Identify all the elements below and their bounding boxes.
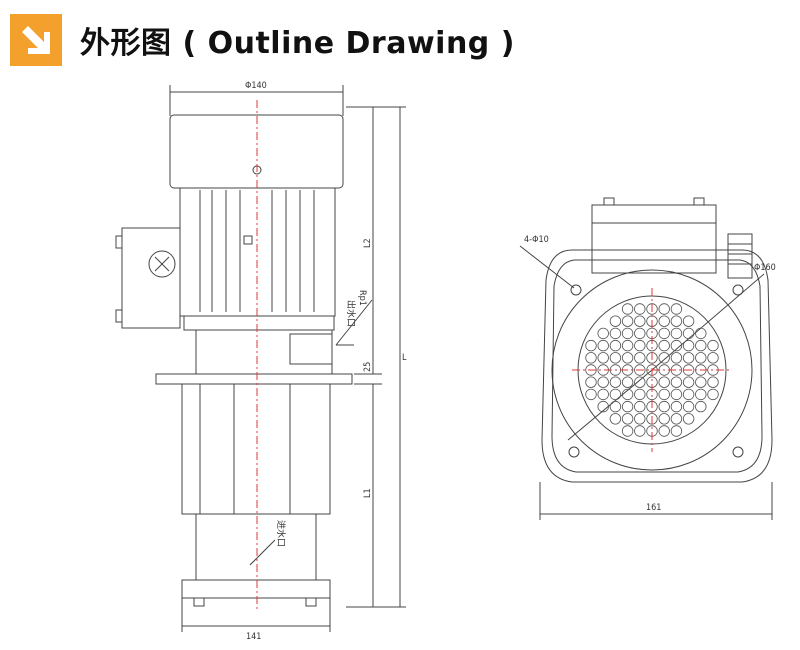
- perforation-hole: [634, 303, 646, 315]
- perforation-hole: [670, 376, 683, 388]
- dim-front-width: 141: [246, 632, 261, 642]
- dim-l1: L1: [363, 488, 373, 498]
- perforation-hole: [707, 352, 719, 364]
- outlet-label: 出水口: [345, 300, 357, 327]
- perforation-hole: [682, 352, 695, 364]
- perforation-hole: [658, 425, 670, 437]
- perforation-hole: [670, 425, 683, 437]
- perforation-hole: [682, 376, 695, 388]
- perforation-hole: [670, 352, 683, 364]
- perforation-hole: [621, 339, 634, 352]
- perforation-hole: [634, 425, 646, 437]
- dim-total-height: L: [402, 353, 407, 363]
- perforation-hole: [695, 388, 707, 401]
- arrow-down-right-icon: [10, 14, 62, 66]
- perforation-hole: [658, 315, 670, 327]
- perforation-hole: [609, 315, 622, 327]
- perforation-hole: [597, 400, 609, 413]
- perforation-hole: [621, 425, 634, 437]
- perforation-hole: [682, 339, 695, 352]
- dim-front-diameter: Φ140: [245, 81, 267, 91]
- perforation-hole: [682, 400, 695, 413]
- perforation-hole: [670, 388, 683, 401]
- perforation-hole: [621, 400, 634, 413]
- inlet-label: 进水口: [275, 520, 287, 547]
- perforation-hole: [658, 327, 670, 340]
- perforation-hole: [634, 352, 646, 364]
- perforation-hole: [621, 352, 634, 364]
- perforation-hole: [670, 339, 683, 352]
- perforation-hole: [585, 388, 597, 401]
- perforation-hole: [695, 352, 707, 364]
- perforation-hole: [621, 327, 634, 340]
- perforation-hole: [585, 376, 597, 388]
- perforation-hole: [670, 327, 683, 340]
- perforation-hole: [682, 388, 695, 401]
- perforation-hole: [646, 303, 658, 315]
- perforation-hole: [621, 376, 634, 388]
- perforation-hole: [597, 352, 609, 364]
- perforation-hole: [609, 339, 622, 352]
- dim-hole-count: 4-Φ10: [524, 235, 549, 245]
- perforation-hole: [585, 364, 597, 376]
- perforation-hole: [621, 413, 634, 425]
- perforation-hole: [609, 327, 622, 340]
- perforation-hole: [634, 364, 646, 376]
- perforation-hole: [646, 413, 658, 425]
- dim-pitch-circle: Φ160: [754, 263, 776, 273]
- perforation-hole: [658, 388, 670, 401]
- perforation-hole: [658, 352, 670, 364]
- perforation-hole: [695, 327, 707, 340]
- perforation-hole: [707, 376, 719, 388]
- perforation-hole: [609, 352, 622, 364]
- perforation-hole: [585, 339, 597, 352]
- perforation-hole: [658, 339, 670, 352]
- perforation-hole: [695, 339, 707, 352]
- perforation-hole: [597, 376, 609, 388]
- perforation-hole: [658, 303, 670, 315]
- perforation-hole: [670, 400, 683, 413]
- perforation-hole: [634, 315, 646, 327]
- perforation-hole: [670, 315, 683, 327]
- dim-side-width: 161: [646, 503, 661, 513]
- perforation-hole: [634, 339, 646, 352]
- perforation-hole: [621, 315, 634, 327]
- outlet-thread: Rp1: [357, 290, 367, 306]
- perforation-hole: [634, 376, 646, 388]
- perforation-hole: [634, 327, 646, 340]
- page-title: 外形图 ( Outline Drawing ): [80, 26, 515, 61]
- perforation-hole: [670, 303, 683, 315]
- perforation-hole: [658, 376, 670, 388]
- perforation-hole: [670, 413, 683, 425]
- perforation-hole: [597, 327, 609, 340]
- perforation-hole: [634, 400, 646, 413]
- perforation-hole: [609, 376, 622, 388]
- perforation-hole: [621, 388, 634, 401]
- perforation-hole: [682, 315, 695, 327]
- perforation-hole: [707, 339, 719, 352]
- perforation-hole: [682, 364, 695, 376]
- perforation-hole: [634, 388, 646, 401]
- perforation-hole: [634, 413, 646, 425]
- perforation-hole: [658, 413, 670, 425]
- dim-25: 25: [363, 362, 373, 372]
- perforation-hole: [609, 400, 622, 413]
- perforation-hole: [658, 400, 670, 413]
- perforation-hole: [585, 352, 597, 364]
- perforation-hole: [621, 303, 634, 315]
- header: 外形图 ( Outline Drawing ): [10, 14, 515, 66]
- perforation-hole: [609, 388, 622, 401]
- dim-l2: L2: [363, 238, 373, 248]
- perforation-hole: [609, 413, 622, 425]
- perforation-hole: [597, 339, 609, 352]
- perforation-hole: [682, 327, 695, 340]
- perforation-hole: [695, 376, 707, 388]
- perforation-hole: [695, 400, 707, 413]
- perforation-hole: [597, 388, 609, 401]
- perforation-hole: [707, 388, 719, 401]
- perforation-hole: [682, 413, 695, 425]
